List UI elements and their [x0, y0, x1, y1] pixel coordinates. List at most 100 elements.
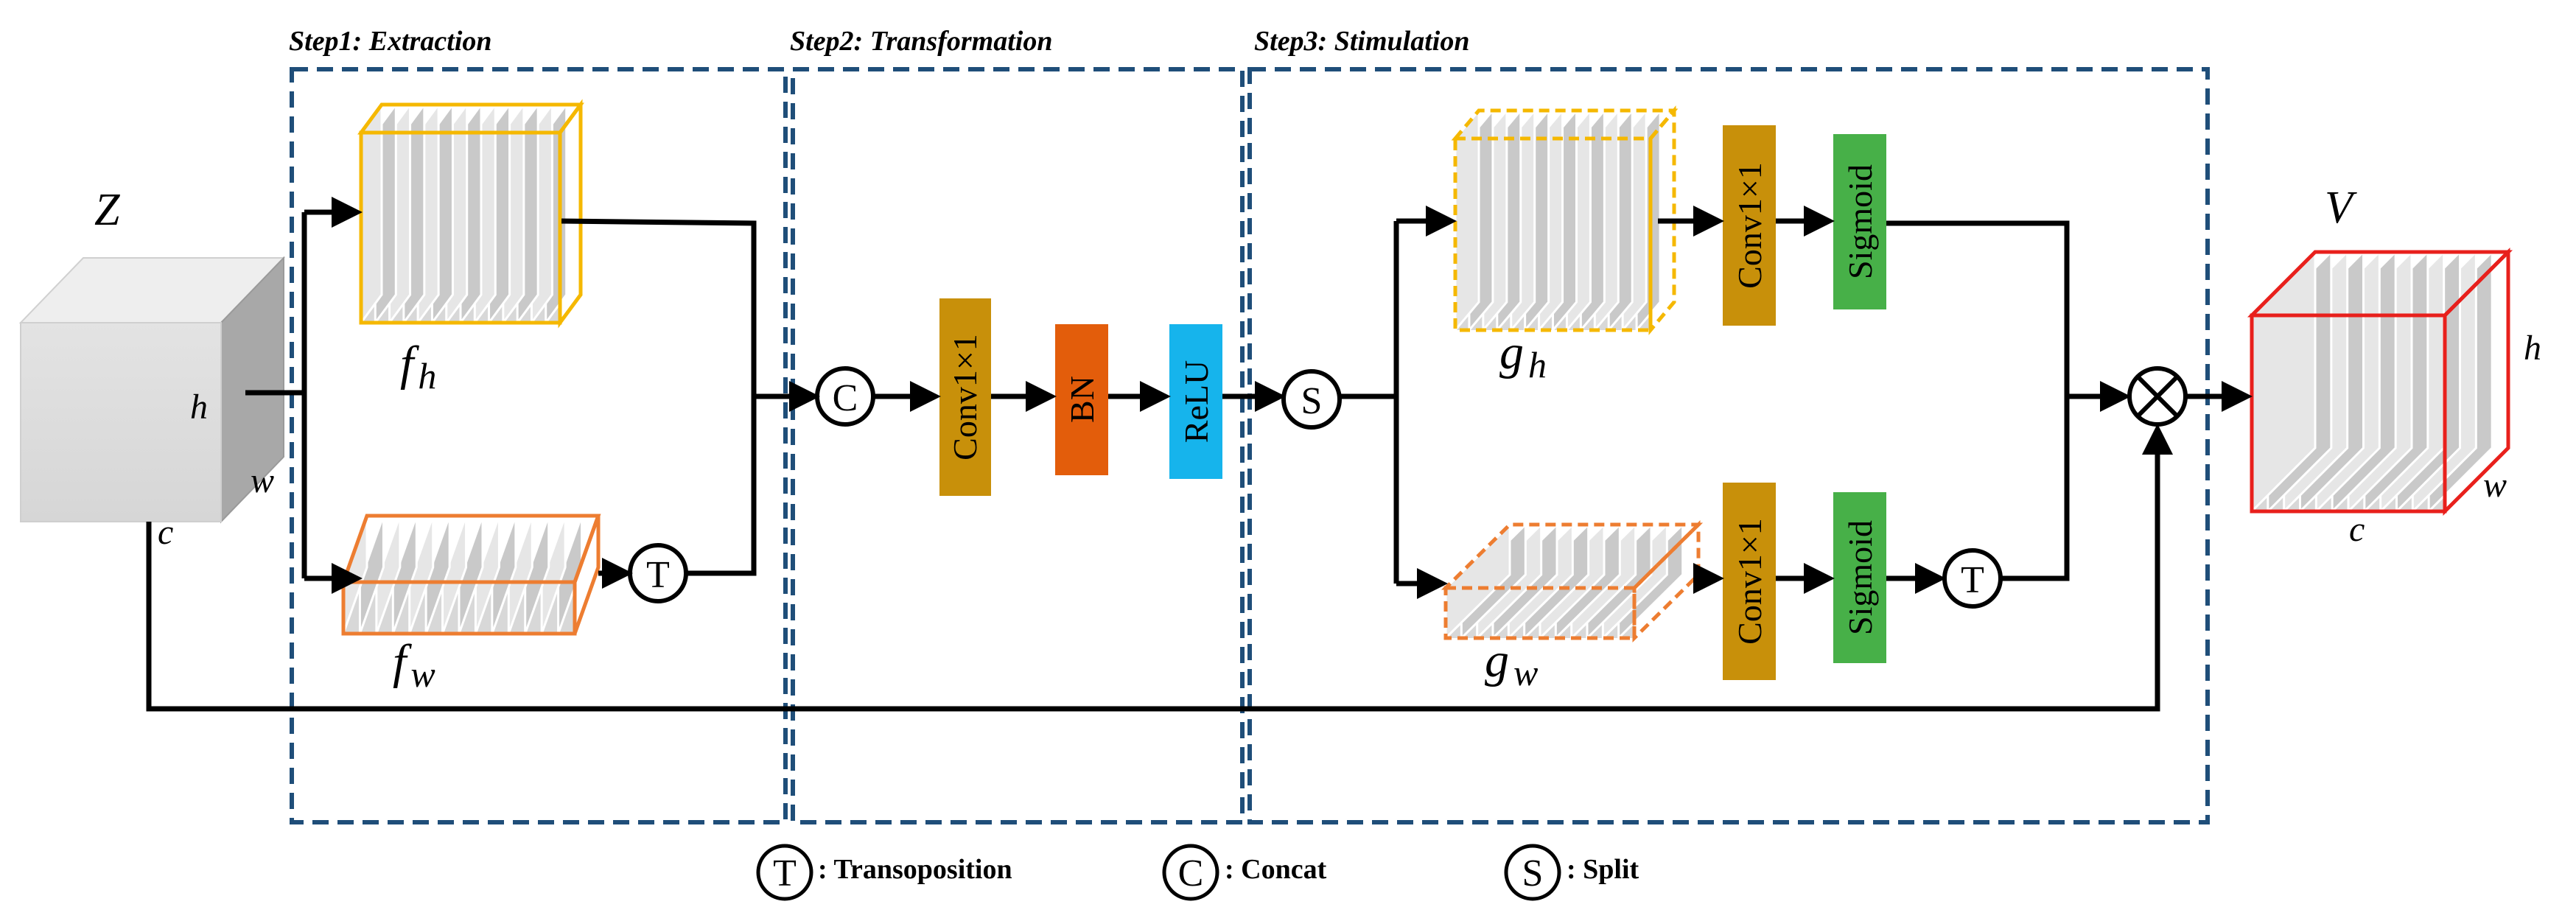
step2-region: Step2: Transformation: [790, 26, 1245, 824]
concat-glyph: C: [833, 377, 858, 419]
f-w-slice: [424, 515, 451, 634]
f-h-slice: [360, 101, 383, 326]
step2-title: Step2: Transformation: [790, 26, 1052, 57]
legend-transpose-text: : Transoposition: [818, 854, 1012, 885]
f-w-slice: [358, 515, 385, 634]
g-h-outline-front: [1453, 136, 1653, 332]
sigmoid-w-label: Sigmoid: [1841, 520, 1879, 635]
f-w-slice: [458, 515, 484, 634]
edge-f-h-to-concat: [561, 218, 757, 394]
sigmoid-h-label: Sigmoid: [1841, 164, 1879, 279]
z-front-face: [20, 322, 222, 522]
step1-region: Step1: Extraction: [289, 26, 788, 824]
f-w-slice: [375, 515, 402, 634]
conv-h-label: Conv1×1: [1731, 162, 1768, 289]
conv-w-label: Conv1×1: [1731, 518, 1768, 645]
f-w-slice: [540, 515, 567, 634]
v-h-label: h: [2524, 329, 2541, 368]
output-tensor-v: V h w c: [2247, 183, 2541, 549]
conv-w-box: [1723, 483, 1776, 680]
g-w-outline-side: [1632, 520, 1701, 642]
legend-transpose-circle: [756, 844, 813, 901]
step1-title: Step1: Extraction: [289, 26, 492, 57]
f-h-outline-front: [359, 130, 562, 325]
block-relu: ReLU: [1169, 324, 1222, 479]
legend: T : Transoposition C : Concat S : Split: [756, 844, 1639, 901]
conv-transform-label: Conv1×1: [946, 334, 984, 460]
f-w-slice: [474, 515, 500, 634]
v-outline-front: [2250, 313, 2447, 514]
g-h-slices: [1454, 107, 1662, 334]
transpose-gw-glyph: T: [1961, 559, 1984, 601]
v-c-label: c: [2349, 510, 2365, 549]
conv-h-box: [1723, 125, 1776, 326]
op-transpose-gw: T: [1942, 548, 2003, 609]
f-w-slice: [391, 515, 418, 634]
f-w-outline-front: [341, 580, 577, 636]
op-concat: C: [815, 366, 875, 427]
f-h-slices: [360, 101, 568, 326]
f-w-slice: [408, 515, 435, 634]
bn-label: BN: [1063, 376, 1101, 423]
block-bn: BN: [1055, 324, 1108, 475]
v-w-label: w: [2483, 466, 2507, 505]
v-label: V: [2325, 183, 2357, 233]
legend-split-text: : Split: [1567, 854, 1639, 885]
legend-split-circle: [1504, 844, 1561, 901]
step3-border: [1247, 67, 2210, 824]
multiply-cross-b: [2135, 374, 2180, 419]
block-sigmoid-w: Sigmoid: [1833, 492, 1886, 663]
legend-item-split: S : Split: [1504, 844, 1639, 901]
block-conv-w: Conv1×1: [1723, 483, 1776, 680]
flow-connections: [146, 197, 2253, 712]
conv-transform-box: [939, 298, 991, 496]
z-w-label: w: [251, 461, 274, 500]
split-glyph: S: [1301, 380, 1323, 422]
z-c-label: c: [158, 513, 173, 552]
block-sigmoid-h: Sigmoid: [1833, 134, 1886, 309]
block-conv-h: Conv1×1: [1723, 125, 1776, 326]
v-slices: [2250, 249, 2493, 514]
block-conv-transform: Conv1×1: [939, 298, 991, 496]
bn-box: [1055, 324, 1108, 475]
f-w-slices: [342, 515, 584, 634]
g-w-slices: [1444, 522, 1684, 641]
legend-transpose-glyph: T: [773, 852, 797, 894]
legend-split-glyph: S: [1522, 852, 1544, 894]
g-h-slice: [1454, 107, 1480, 334]
op-multiply: [2127, 366, 2188, 427]
g-h-outline-side: [1648, 105, 1676, 335]
edge-residual: [146, 424, 2173, 712]
legend-item-concat: C : Concat: [1162, 844, 1327, 901]
legend-item-transpose: T : Transoposition: [756, 844, 1012, 901]
relu-label: ReLU: [1177, 360, 1215, 443]
relu-box: [1169, 324, 1222, 479]
f-w-slice: [507, 515, 533, 634]
input-tensor-z: Z h w c: [18, 185, 286, 552]
z-h-label: h: [190, 388, 208, 427]
sigmoid-w-box: [1833, 492, 1886, 663]
g-w-outline-front: [1443, 586, 1637, 640]
step3-region: Step3: Stimulation: [1247, 26, 2210, 824]
legend-concat-glyph: C: [1178, 852, 1204, 894]
z-label: Z: [94, 185, 120, 235]
f-w-slice: [524, 515, 550, 634]
sigmoid-h-box: [1833, 134, 1886, 309]
op-transpose-fw: T: [628, 543, 688, 603]
legend-concat-text: : Concat: [1225, 854, 1327, 885]
f-w-slice: [491, 515, 517, 634]
edge-merge-branches: [1886, 220, 2070, 581]
step1-border: [290, 67, 788, 824]
legend-concat-circle: [1162, 844, 1219, 901]
f-w-slice: [441, 515, 468, 634]
op-split: S: [1281, 369, 1342, 430]
